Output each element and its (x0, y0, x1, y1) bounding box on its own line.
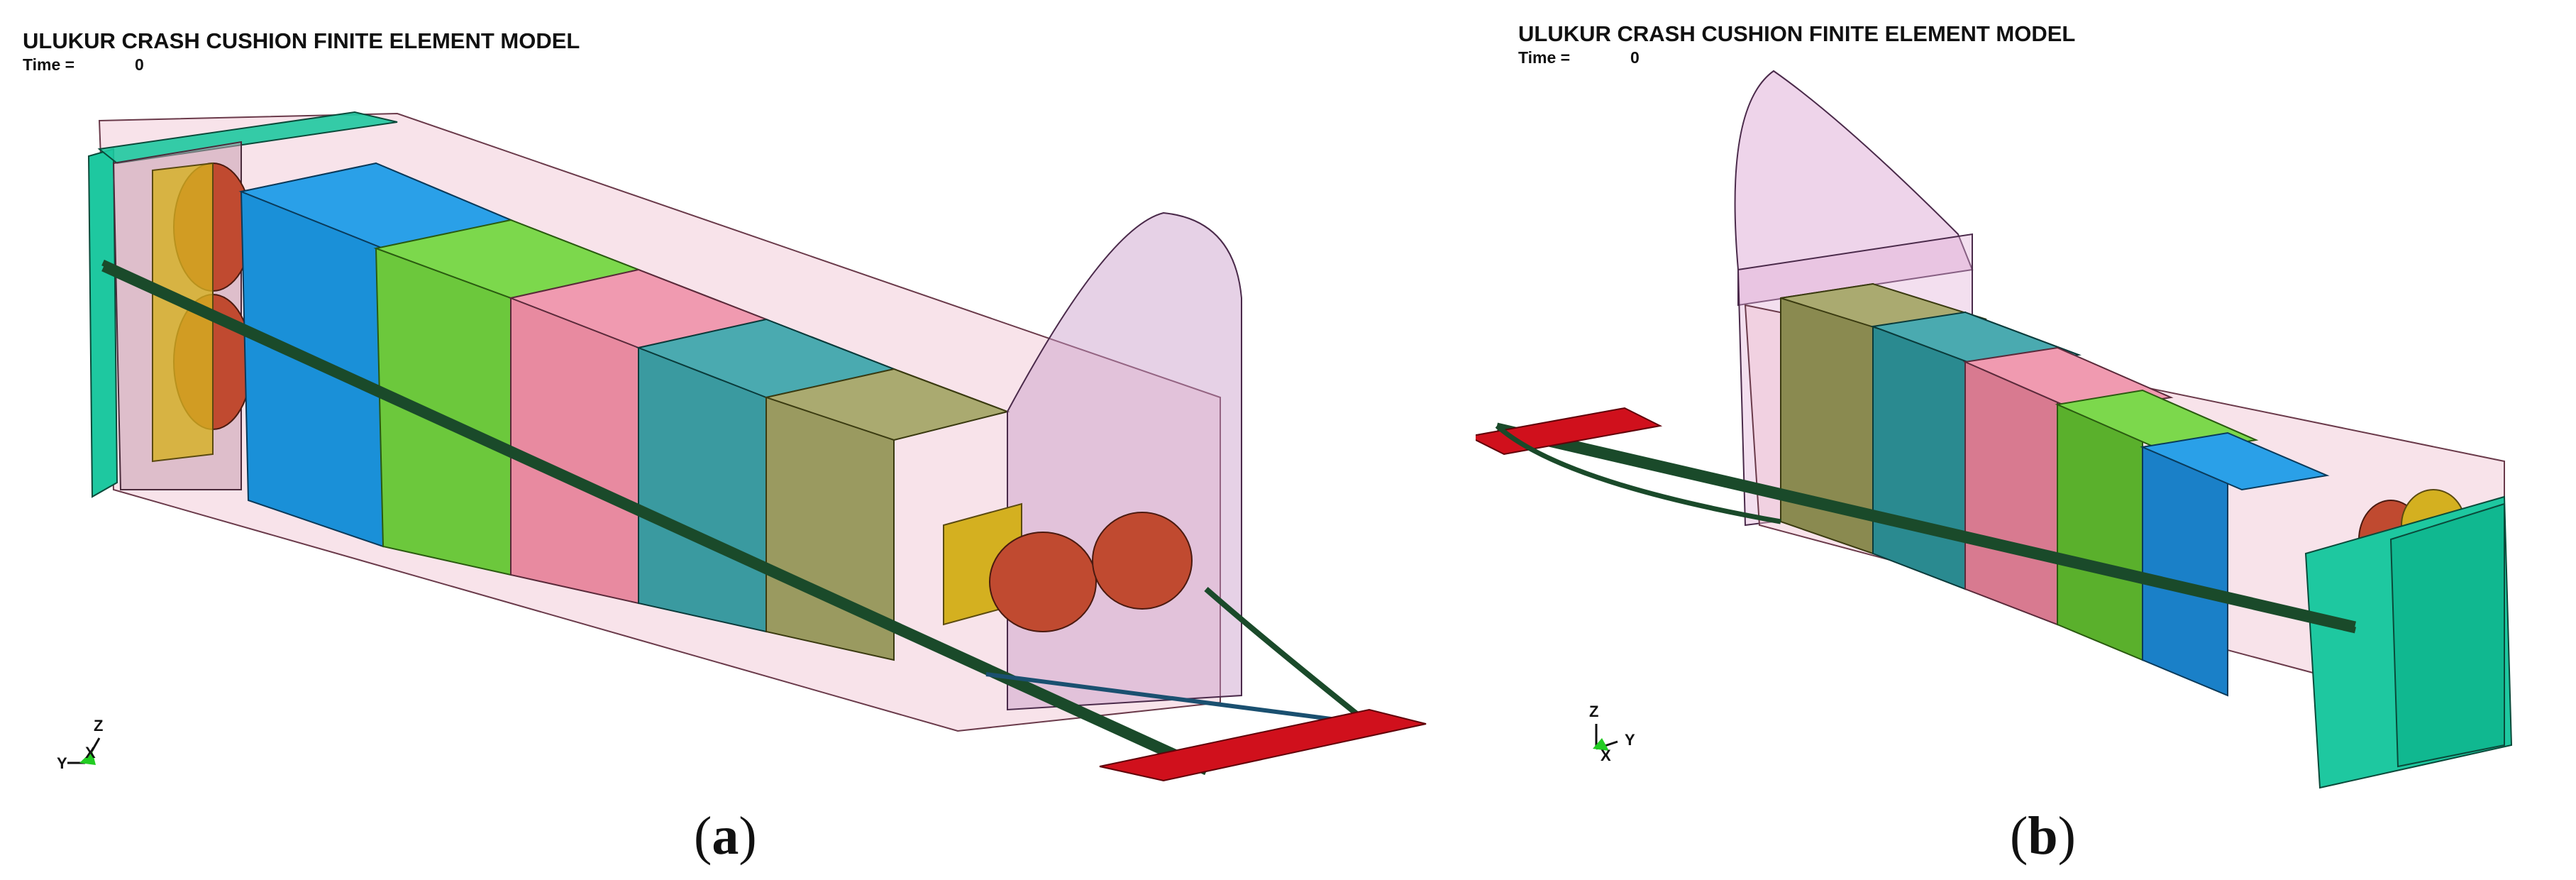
triad-x-a: X (85, 744, 96, 761)
cable-blue-a (985, 672, 1370, 726)
cartridge-blue-top-b (2140, 431, 2330, 491)
panel-b-time-value: 0 (1630, 48, 1640, 67)
cable-front-a (1204, 586, 1371, 727)
nose-fender-b (1734, 70, 1974, 307)
triad-y-a: Y (57, 754, 67, 772)
cable-a (101, 259, 1207, 776)
axis-triad-a (67, 737, 101, 765)
panel-b-time-label: Time = (1518, 48, 1571, 67)
crash-cushion-model-b (1476, 70, 2513, 789)
nose-fender-a (1007, 211, 1242, 711)
caption-b: (b) (2010, 806, 2076, 866)
panel-b: ULUKUR CRASH CUSHION FINITE ELEMENT MODE… (1476, 0, 2576, 880)
triad-y-b: Y (1625, 731, 1635, 749)
cable-front-b (1495, 424, 1781, 524)
cylinder-left-yellow-a (152, 162, 214, 463)
crash-cushion-model-a (67, 111, 1427, 782)
panel-a-title: ULUKUR CRASH CUSHION FINITE ELEMENT MODE… (23, 28, 580, 53)
cylinder-front-1-a (989, 532, 1097, 632)
cable-b (1496, 422, 2357, 634)
panel-a-time-value: 0 (135, 55, 144, 74)
triad-z-b: Z (1589, 703, 1599, 720)
panel-a-time-label: Time = (23, 55, 75, 74)
end-plate-left-top-a (97, 111, 398, 165)
triad-z-a: Z (94, 717, 104, 735)
panel-b-title: ULUKUR CRASH CUSHION FINITE ELEMENT MODE… (1518, 21, 2076, 46)
end-plate-left-a (87, 148, 118, 498)
cylinder-front-2-a (1092, 512, 1193, 610)
axis-triad-b (1593, 724, 1618, 751)
triad-x-b: X (1601, 747, 1611, 764)
end-plate-right-front-b (2389, 502, 2505, 768)
caption-a: (a) (694, 806, 757, 866)
anchor-plate-a (1099, 708, 1427, 782)
panel-a: ULUKUR CRASH CUSHION FINITE ELEMENT MODE… (23, 28, 1427, 866)
